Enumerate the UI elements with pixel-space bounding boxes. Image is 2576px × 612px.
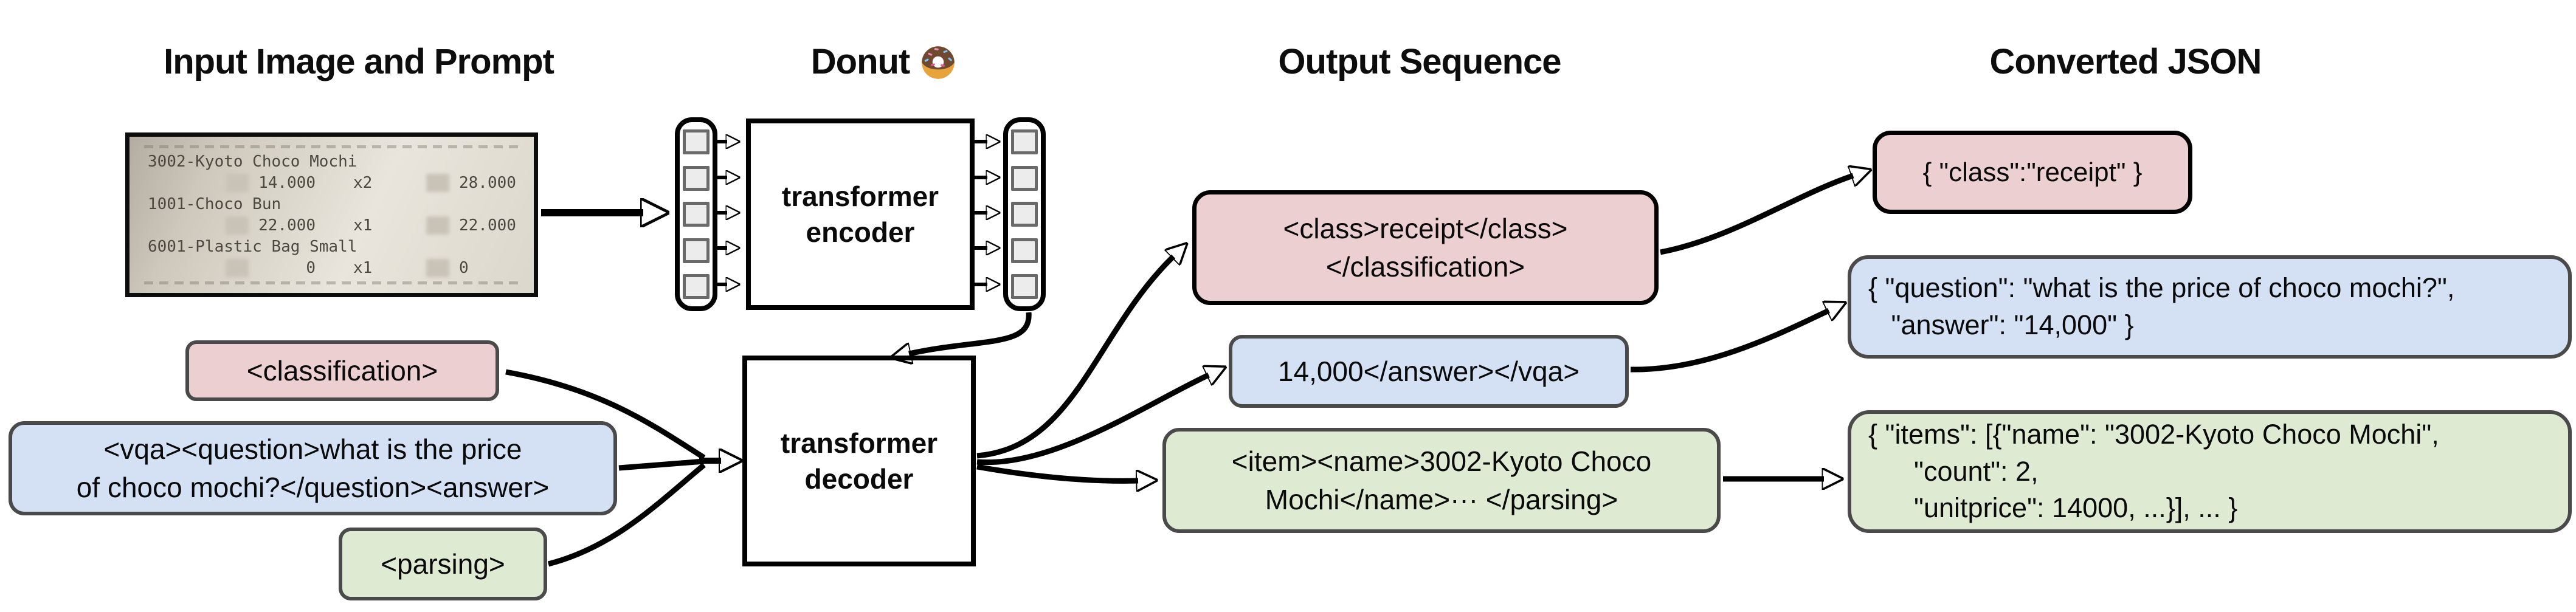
patch-token bbox=[683, 165, 710, 191]
json-parsing-box: { "items": [{"name": "3002-Kyoto Choco M… bbox=[1848, 410, 2572, 533]
patch-token bbox=[683, 202, 710, 227]
receipt-item-price: 0 bbox=[306, 259, 316, 277]
prompt-classification-box: <classification> bbox=[185, 340, 499, 401]
json-parsing-line1: { "items": [{"name": "3002-Kyoto Choco M… bbox=[1868, 418, 2439, 450]
prompt-parsing-text: <parsing> bbox=[381, 548, 505, 580]
encoder-label-line2: encoder bbox=[806, 216, 915, 248]
json-parsing-line3: "unitprice": 14000, ...}], ... } bbox=[1868, 492, 2238, 524]
prompt-classification-text: <classification> bbox=[246, 354, 438, 387]
title-donut-label: Donut bbox=[810, 42, 910, 81]
encoder-label-line1: transformer bbox=[781, 180, 939, 212]
receipt-item-row: 0 x1 0 bbox=[226, 259, 523, 277]
json-classification-text: { "class":"receipt" } bbox=[1922, 157, 2143, 187]
title-output-sequence: Output Sequence bbox=[1278, 42, 1561, 81]
redaction-blur bbox=[226, 216, 249, 235]
title-donut: Donut bbox=[763, 41, 1006, 82]
receipt-item-row: 14.000 x2 28.000 bbox=[226, 174, 523, 192]
encoder-output-embedding-tokens bbox=[1003, 117, 1046, 311]
transformer-encoder-box: transformer encoder bbox=[746, 119, 975, 310]
receipt-item-row: 22.000 x1 22.000 bbox=[226, 216, 523, 235]
receipt-divider-bottom bbox=[144, 281, 519, 284]
redaction-blur bbox=[426, 216, 449, 235]
output-classification-line1: <class>receipt</class> bbox=[1283, 213, 1568, 245]
redaction-blur bbox=[426, 259, 449, 277]
prompt-vqa-line2: of choco mochi?</question><answer> bbox=[76, 471, 550, 503]
patch-token bbox=[683, 238, 710, 263]
input-receipt-image: 3002-Kyoto Choco Mochi 14.000 x2 28.000 … bbox=[125, 132, 538, 297]
json-vqa-box: { "question": "what is the price of choc… bbox=[1848, 255, 2572, 359]
redaction-blur bbox=[426, 174, 449, 192]
arrow-classification-output-to-json bbox=[1660, 176, 1853, 255]
arrow-vqa-output-to-json bbox=[1630, 311, 1829, 373]
encoder-input-patch-tokens bbox=[675, 117, 717, 311]
output-parsing-line2: Mochi</name>··· </parsing> bbox=[1265, 483, 1618, 515]
receipt-item-qty: x1 bbox=[353, 216, 373, 235]
receipt-item-total: 0 bbox=[459, 259, 469, 277]
prompt-vqa-box: <vqa><question>what is the price of choc… bbox=[9, 421, 617, 515]
redaction-blur bbox=[226, 174, 249, 192]
redaction-blur bbox=[226, 259, 249, 277]
receipt-item-price: 14.000 bbox=[258, 174, 316, 192]
prompt-vqa-line1: <vqa><question>what is the price bbox=[103, 433, 522, 466]
embedding-token bbox=[1011, 202, 1038, 227]
json-classification-box: { "class":"receipt" } bbox=[1873, 131, 2192, 214]
patch-token bbox=[683, 274, 710, 299]
output-vqa-text: 14,000</answer></vqa> bbox=[1277, 355, 1580, 387]
receipt-item-name: 3002-Kyoto Choco Mochi bbox=[148, 153, 357, 171]
title-input-image-and-prompt: Input Image and Prompt bbox=[164, 42, 554, 81]
json-parsing-line2: "count": 2, bbox=[1868, 455, 2039, 487]
arrow-vqa-prompt-to-decoder bbox=[618, 458, 705, 471]
output-classification-box: <class>receipt</class> </classification> bbox=[1192, 190, 1659, 305]
embedding-token bbox=[1011, 238, 1038, 263]
output-parsing-line1: <item><name>3002-Kyoto Choco bbox=[1231, 445, 1652, 478]
transformer-decoder-box: transformer decoder bbox=[742, 356, 976, 566]
receipt-item-total: 22.000 bbox=[459, 216, 516, 235]
arrow-decoder-to-parsing-output bbox=[976, 464, 1138, 481]
arrow-encoder-to-decoder bbox=[909, 312, 1032, 354]
json-vqa-line2: "answer": "14,000" } bbox=[1868, 309, 2134, 340]
receipt-item-total: 28.000 bbox=[459, 174, 516, 192]
receipt-item-name: 1001-Choco Bun bbox=[148, 195, 281, 213]
json-vqa-line1: { "question": "what is the price of choc… bbox=[1868, 272, 2455, 304]
receipt-item-name: 6001-Plastic Bag Small bbox=[148, 238, 357, 256]
embedding-token bbox=[1011, 274, 1038, 299]
receipt-item-price: 22.000 bbox=[258, 216, 316, 235]
output-parsing-box: <item><name>3002-Kyoto Choco Mochi</name… bbox=[1162, 428, 1721, 533]
decoder-label-line2: decoder bbox=[804, 462, 914, 495]
decoder-label-line1: transformer bbox=[780, 427, 938, 459]
title-converted-json: Converted JSON bbox=[1989, 42, 2262, 81]
output-vqa-box: 14,000</answer></vqa> bbox=[1229, 335, 1629, 408]
embedding-token bbox=[1011, 129, 1038, 154]
donut-icon bbox=[918, 42, 958, 82]
receipt-item-qty: x2 bbox=[353, 174, 373, 192]
output-classification-line2: </classification> bbox=[1325, 250, 1525, 283]
prompt-parsing-box: <parsing> bbox=[339, 528, 547, 600]
receipt-divider-top bbox=[144, 145, 519, 148]
patch-token bbox=[683, 129, 710, 154]
embedding-token bbox=[1011, 165, 1038, 191]
receipt-item-qty: x1 bbox=[353, 259, 373, 277]
